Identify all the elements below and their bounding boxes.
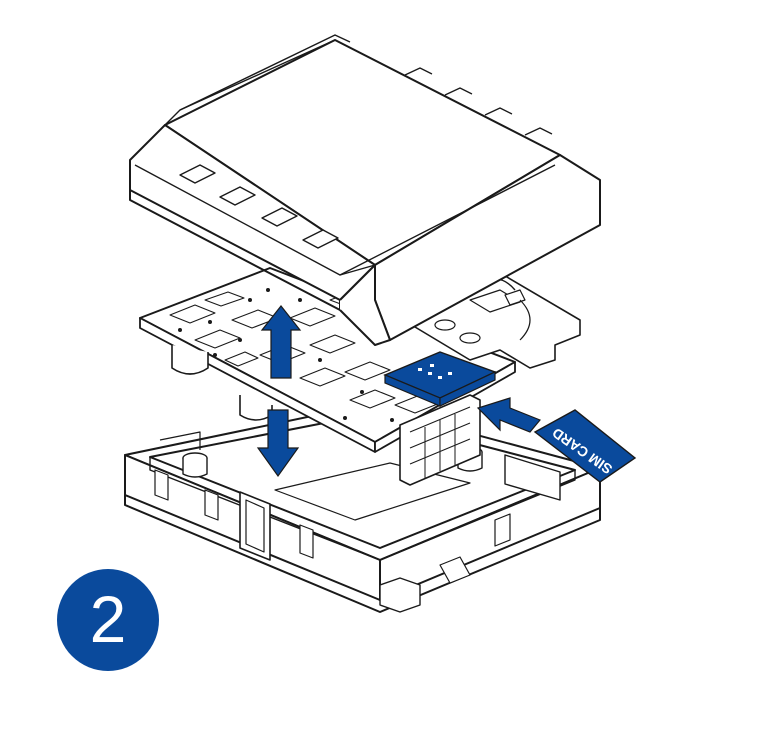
top-cover — [129, 34, 601, 346]
step-number: 2 — [89, 582, 127, 656]
bottom-housing — [124, 404, 601, 613]
arrow-left-icon — [476, 397, 541, 433]
arrow-up-icon — [260, 305, 302, 379]
arrow-down-icon — [256, 409, 300, 478]
sim-card-holder — [383, 351, 497, 407]
step-number-badge: 2 — [57, 569, 159, 671]
